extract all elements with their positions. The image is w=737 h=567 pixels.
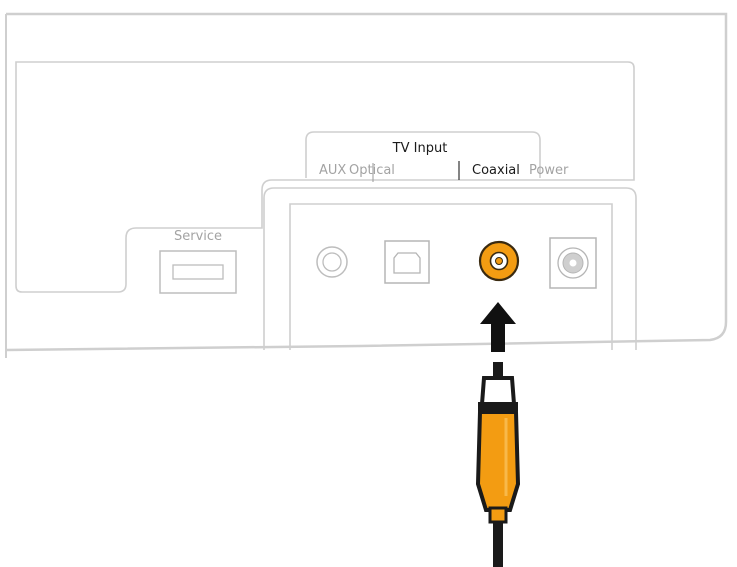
soundbar-body xyxy=(5,12,728,352)
tv-input-bracket xyxy=(305,131,541,178)
optical-label: Optical xyxy=(349,163,395,178)
connector-panel-inner xyxy=(289,203,613,350)
coaxial-label: Coaxial xyxy=(472,163,520,178)
cable-metal-shell xyxy=(479,376,517,406)
cable-collar xyxy=(478,402,518,411)
cable-wire xyxy=(493,522,503,567)
cable-pin xyxy=(493,362,503,380)
power-port-pin xyxy=(569,259,577,267)
cable-plug-housing xyxy=(475,410,521,512)
arrow-up-icon xyxy=(480,302,516,352)
coaxial-jack-pin xyxy=(495,257,503,265)
service-label: Service xyxy=(174,229,222,244)
optical-port-opening xyxy=(393,252,421,274)
aux-label: AUX xyxy=(319,163,346,178)
tv-input-label: TV Input xyxy=(392,141,448,156)
power-label: Power xyxy=(529,163,569,178)
connector-panel-outer xyxy=(263,187,637,350)
aux-jack-inner xyxy=(322,252,342,272)
inner-panel xyxy=(15,61,635,293)
cable-strain-relief xyxy=(488,506,508,524)
rca-coaxial-cable xyxy=(475,362,521,567)
usb-port-slot xyxy=(172,264,224,280)
